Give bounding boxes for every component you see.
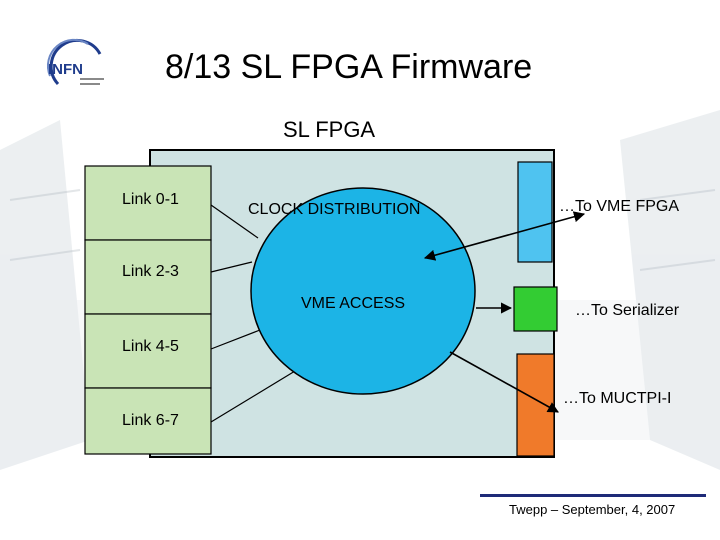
vme-fpga-arrow xyxy=(423,211,586,261)
link-box-2-3 xyxy=(84,239,212,315)
link-6-7-label: Link 6-7 xyxy=(122,412,179,429)
serializer-block xyxy=(513,286,558,332)
muctpi-arrow xyxy=(449,351,559,413)
infn-logo: INFN xyxy=(47,38,104,86)
link-4-5-connector xyxy=(210,329,261,350)
link-0-1-connector xyxy=(210,204,259,239)
muctpi-block xyxy=(516,353,555,457)
core-circle xyxy=(250,187,476,395)
to-vme-fpga-label: …To VME FPGA xyxy=(559,198,680,215)
link-6-7-connector xyxy=(210,367,301,423)
footer-divider xyxy=(480,494,706,497)
to-muctpi-label: …To MUCTPI-I xyxy=(563,390,672,407)
link-0-1-label: Link 0-1 xyxy=(122,191,179,208)
fpga-label: SL FPGA xyxy=(283,117,376,142)
clock-distribution-label: CLOCK DISTRIBUTION xyxy=(248,201,421,218)
vme-access-label: VME ACCESS xyxy=(301,295,406,312)
link-box-6-7 xyxy=(84,387,212,455)
link-2-3-label: Link 2-3 xyxy=(122,263,179,280)
link-4-5-label: Link 4-5 xyxy=(122,338,179,355)
footer-text: Twepp – September, 4, 2007 xyxy=(509,502,676,517)
slide-title: 8/13 SL FPGA Firmware xyxy=(165,48,533,86)
logo-text: INFN xyxy=(48,61,83,78)
to-serializer-label: …To Serializer xyxy=(575,302,680,319)
vme-fpga-block xyxy=(517,161,553,263)
link-box-0-1 xyxy=(84,165,212,241)
link-2-3-connector xyxy=(210,261,253,273)
